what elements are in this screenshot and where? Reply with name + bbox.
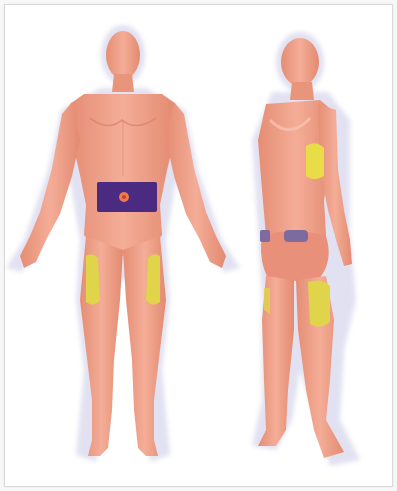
front-left-thigh-injection-site (146, 254, 160, 304)
left-buttock-injection-site (260, 230, 270, 242)
navel-center (122, 195, 126, 199)
front-body-figure (6, 25, 240, 462)
right-buttock-injection-site (284, 230, 308, 242)
front-head (106, 31, 140, 79)
front-neck (112, 74, 134, 92)
back-left-thigh-injection-site (264, 288, 270, 314)
front-right-thigh-injection-site (86, 254, 100, 304)
back-thigh-injection-site (308, 281, 330, 327)
back-neck (290, 82, 314, 100)
upper-arm-injection-site (306, 143, 324, 179)
back-head (281, 38, 319, 86)
back-body-figure (252, 32, 360, 466)
